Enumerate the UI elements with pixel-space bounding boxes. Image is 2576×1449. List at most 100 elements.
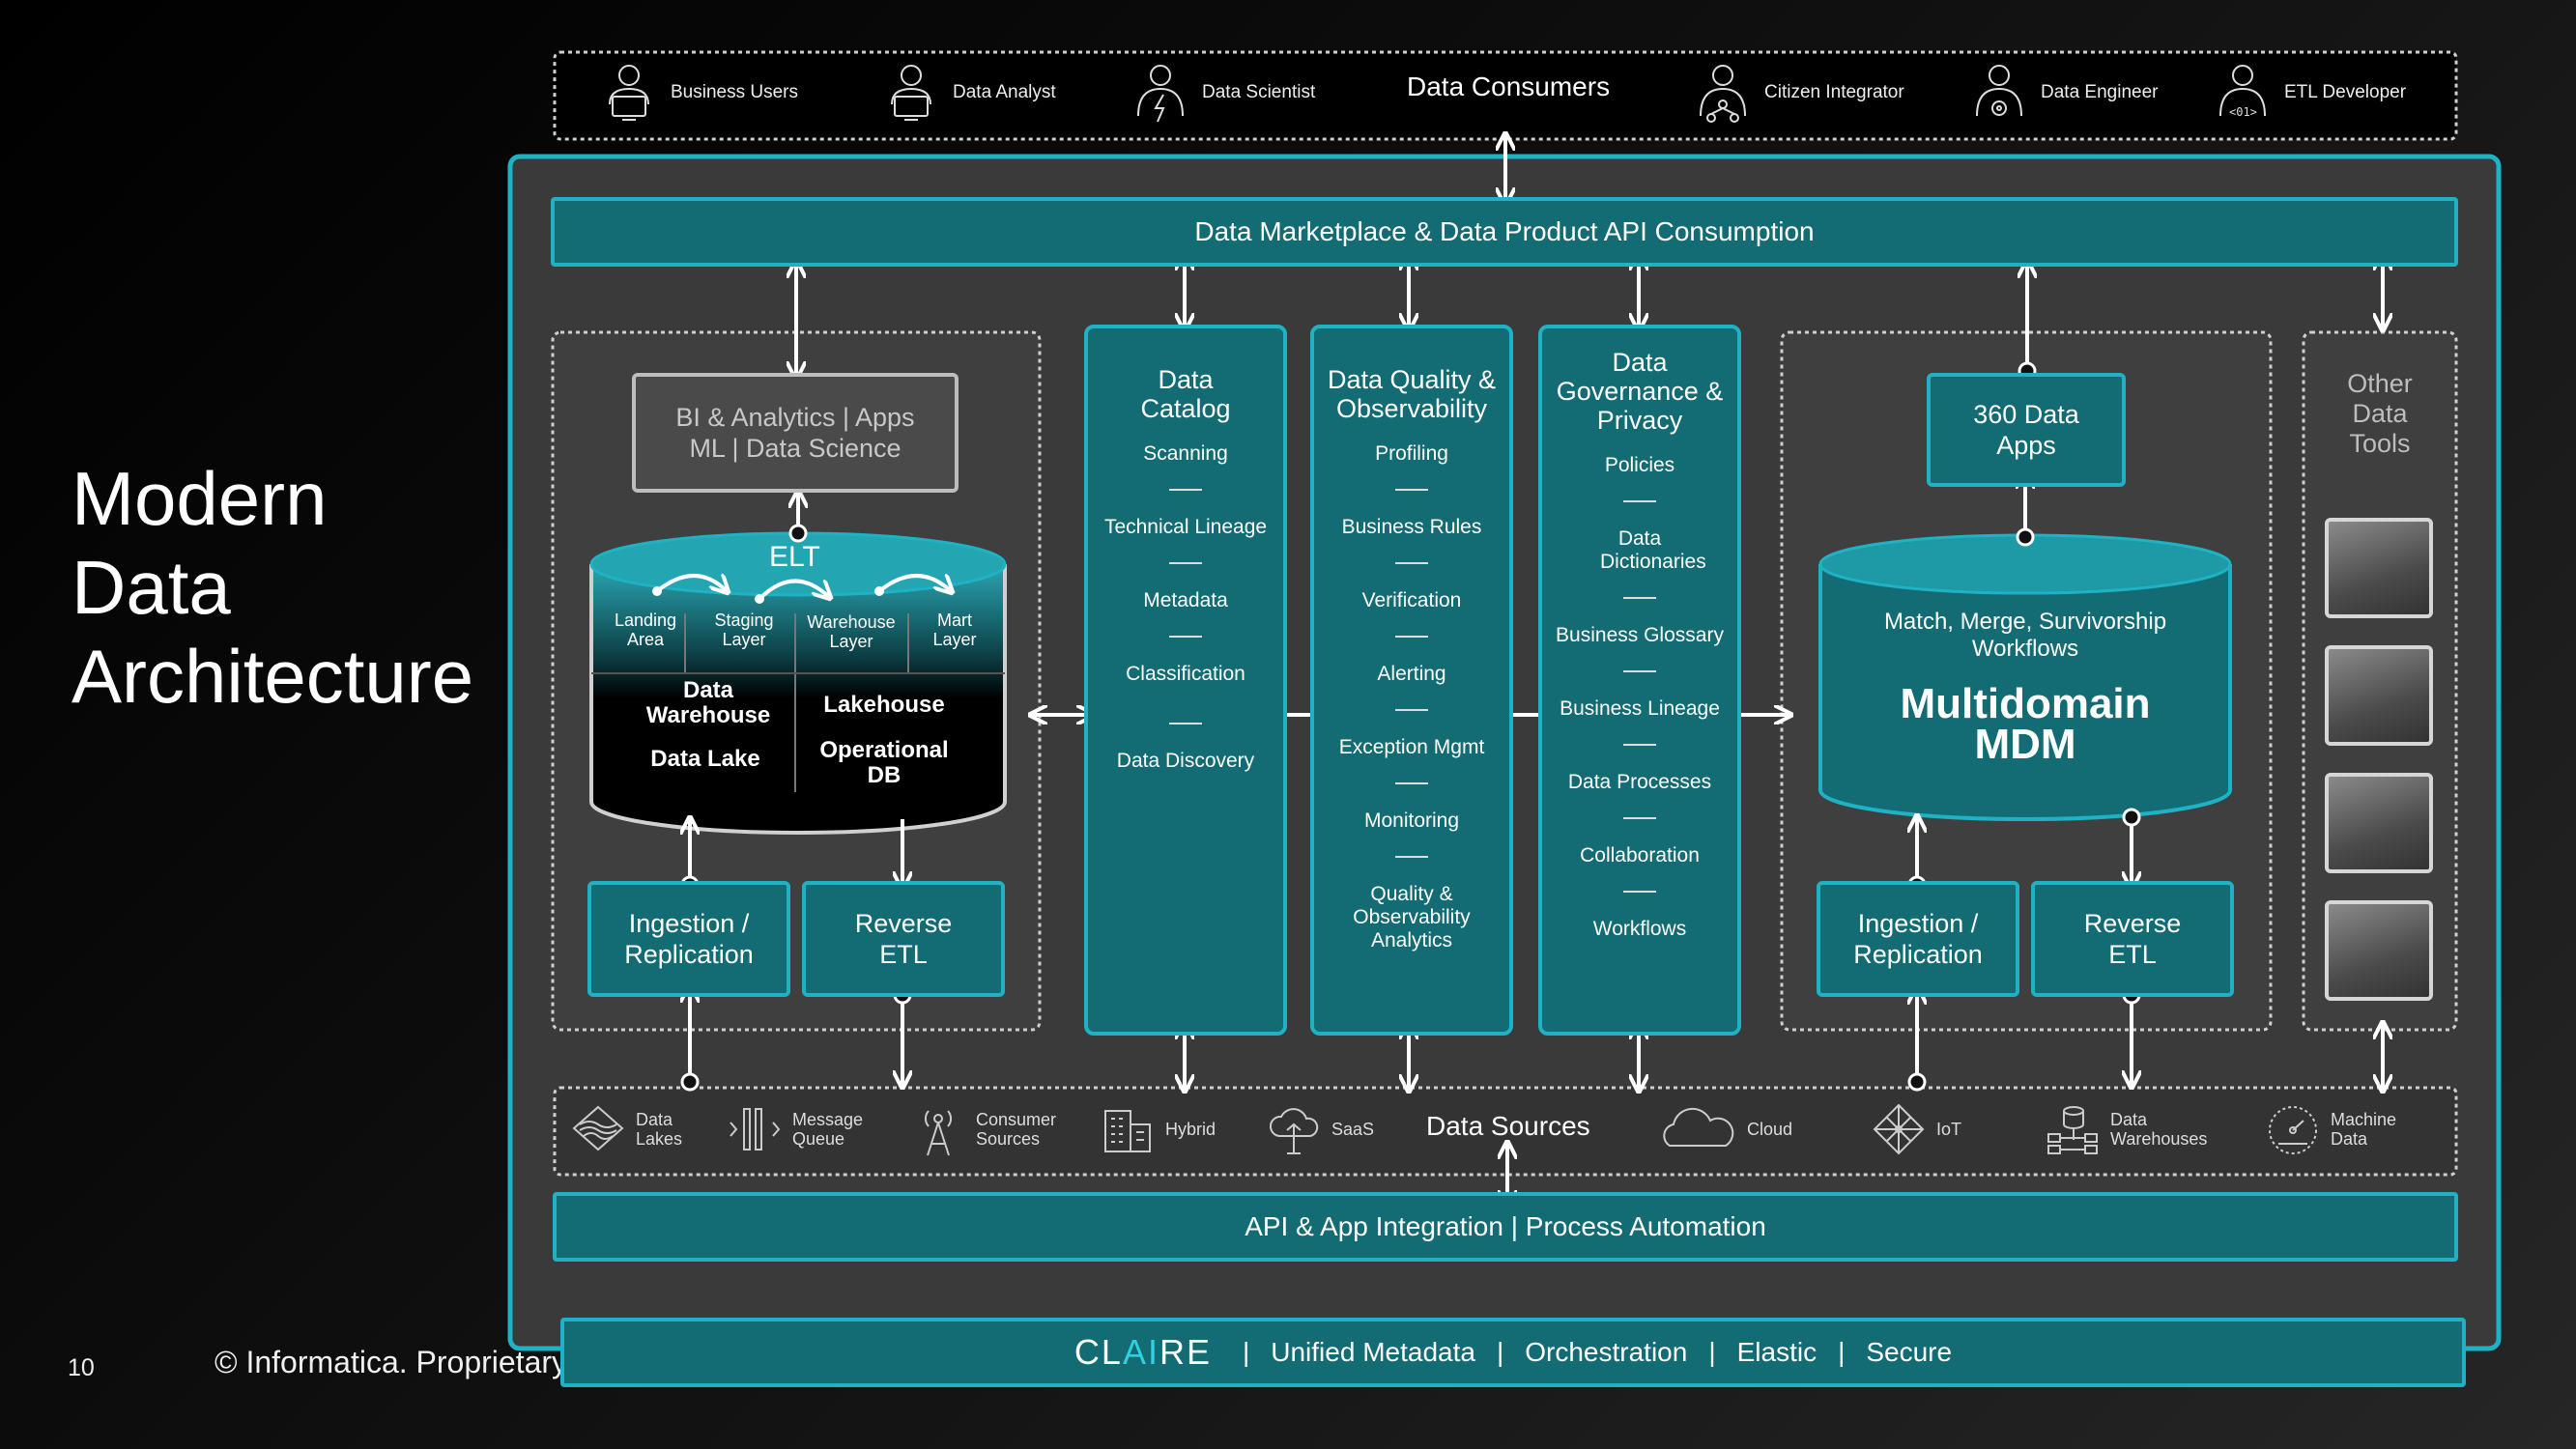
- user-monitor-icon: [891, 65, 931, 121]
- database-network-icon: [2047, 1106, 2098, 1154]
- pillar-item: Technical Lineage: [1103, 516, 1268, 538]
- user-monitor-icon: [609, 65, 649, 121]
- consumer-label: Data Engineer: [2041, 82, 2159, 102]
- consumer-label: Business Users: [671, 82, 798, 102]
- pillar-item: Business Rules: [1341, 516, 1482, 538]
- claire-separator: |: [1496, 1337, 1504, 1367]
- bi-line: BI & Analytics | Apps: [675, 403, 915, 432]
- source-label: Cloud: [1747, 1120, 1793, 1139]
- user-code-icon: <01>: [2219, 65, 2266, 119]
- pillar-item: Exception Mgmt: [1338, 736, 1485, 758]
- pillar-item: Data Dictionaries: [1600, 527, 1706, 573]
- elt-label: ELT: [769, 541, 820, 573]
- claire-item: Elastic: [1736, 1337, 1818, 1367]
- pillar-item: Business Glossary: [1556, 624, 1724, 646]
- tool-placeholder: [2325, 773, 2433, 873]
- consumer-label: Citizen Integrator: [1764, 82, 1904, 102]
- pillar-item: Scanning: [1143, 442, 1228, 465]
- consumers-title: Data Consumers: [1407, 71, 1611, 101]
- pillar-item: Data Processes: [1567, 771, 1712, 793]
- queue-icon: [730, 1108, 781, 1151]
- building-icon: [1104, 1110, 1151, 1152]
- source-label: Hybrid: [1165, 1120, 1216, 1139]
- consumer-citizen-integrator: Citizen Integrator: [1695, 62, 1904, 124]
- claire-item: Orchestration: [1525, 1337, 1688, 1367]
- pillar-item: Quality & Observability Analytics: [1353, 883, 1471, 952]
- pillar-title: Data Quality &Observability: [1327, 365, 1497, 423]
- consumer-data-engineer: Data Engineer: [1971, 62, 2158, 124]
- title-line: Modern: [72, 456, 328, 541]
- consumer-data-scientist: Data Scientist: [1132, 62, 1315, 124]
- pillar-item: Alerting: [1377, 663, 1446, 685]
- pillar-item: Collaboration: [1580, 844, 1700, 867]
- cloud-upload-icon: [1270, 1108, 1319, 1154]
- user-network-icon: [1700, 65, 1746, 123]
- source-label: IoT: [1936, 1120, 1962, 1139]
- store-lakehouse: Lakehouse: [823, 692, 945, 718]
- consumer-label: ETL Developer: [2284, 82, 2407, 102]
- source-iot: IoT: [1871, 1101, 1961, 1157]
- pillar-item: Verification: [1361, 589, 1462, 611]
- claire-separator: |: [1838, 1337, 1846, 1367]
- title-line: Architecture: [72, 634, 474, 719]
- claire-logo: CLAIRE: [1073, 1332, 1212, 1372]
- mdm-cylinder: [1818, 533, 2232, 821]
- api-integration-bar: API & App Integration | Process Automati…: [553, 1192, 2458, 1262]
- mdm-ingestion-box: Ingestion /Replication: [1817, 881, 2019, 997]
- source-cloud: Cloud: [1656, 1101, 1792, 1157]
- pillar-item: Data Discovery: [1116, 750, 1255, 772]
- consumer-label: Data Analyst: [953, 82, 1056, 102]
- source-label: SaaS: [1331, 1120, 1375, 1139]
- slide-title: Modern Data Architecture: [72, 454, 473, 721]
- pillar-item: Policies: [1604, 454, 1675, 476]
- source-saas: SaaS: [1266, 1101, 1374, 1157]
- pillar-item: Metadata: [1143, 589, 1228, 611]
- claire-item: Unified Metadata: [1271, 1337, 1475, 1367]
- claire-item: Secure: [1866, 1337, 1953, 1367]
- source-hybrid: Hybrid: [1100, 1101, 1216, 1157]
- page-number: 10: [68, 1354, 95, 1381]
- pillar-item: Business Lineage: [1560, 697, 1720, 720]
- bi-line: ML | Data Science: [689, 434, 902, 463]
- bi-analytics-box: BI & Analytics | Apps ML | Data Science: [632, 373, 959, 493]
- tool-placeholder: [2325, 518, 2433, 618]
- claire-bar: CLAIRE | Unified Metadata | Orchestratio…: [560, 1318, 2466, 1387]
- tool-placeholder: [2325, 645, 2433, 746]
- gauge-icon: [2269, 1106, 2317, 1154]
- user-gear-icon: [1976, 65, 2022, 117]
- pillar-item: Profiling: [1375, 442, 1448, 465]
- consumer-etl-developer: <01> ETL Developer: [2215, 62, 2406, 124]
- layers-icon: [572, 1105, 624, 1151]
- svg-text:<01>: <01>: [2229, 105, 2257, 119]
- claire-separator: |: [1708, 1337, 1716, 1367]
- store-data-lake: Data Lake: [650, 746, 760, 772]
- consumer-business-users: Business Users: [601, 62, 798, 124]
- cloud-icon: [1663, 1107, 1734, 1147]
- pillar-item: Workflows: [1592, 918, 1687, 940]
- user-lightning-icon: [1137, 65, 1184, 123]
- tool-placeholder: [2325, 900, 2433, 1001]
- pillar-item: Monitoring: [1363, 810, 1460, 832]
